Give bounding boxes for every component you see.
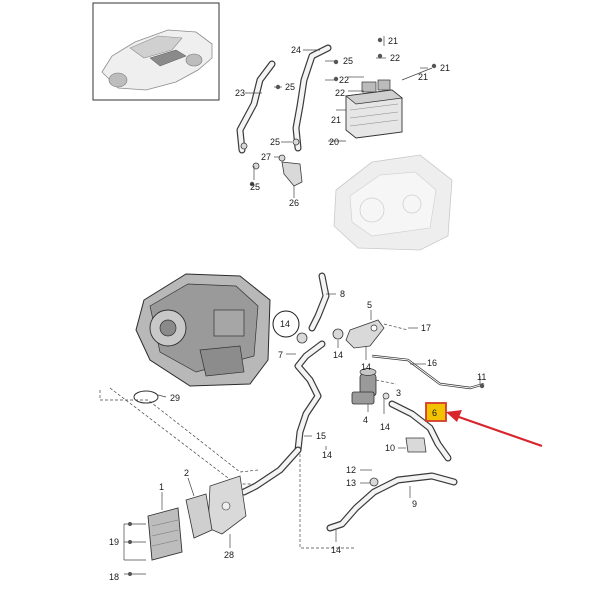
label-11: 11 xyxy=(477,372,486,382)
pump-4 xyxy=(351,368,397,405)
label-27: 27 xyxy=(261,152,271,162)
upper-hoses xyxy=(236,44,332,187)
label-21d: 21 xyxy=(418,72,428,82)
label-21e: 21 xyxy=(440,63,450,73)
callout-circle-14 xyxy=(272,310,300,338)
label-24: 24 xyxy=(291,45,301,55)
label-6: 6 xyxy=(432,408,437,418)
label-14f: 14 xyxy=(331,545,341,555)
label-17: 17 xyxy=(421,323,431,333)
label-14a: 14 xyxy=(280,319,290,329)
label-10: 10 xyxy=(385,443,395,453)
hose-6 xyxy=(388,400,452,462)
label-1: 1 xyxy=(159,482,164,492)
part-labels: 24 25 22 23 25 25 27 25 26 20 21 22 22 2… xyxy=(109,36,486,582)
label-26: 26 xyxy=(289,198,299,208)
bolt-markers xyxy=(128,37,485,576)
label-9: 9 xyxy=(412,499,417,509)
pipe-16 xyxy=(371,354,485,390)
main-hose xyxy=(240,340,326,496)
label-14c: 14 xyxy=(361,362,371,372)
label-13: 13 xyxy=(346,478,356,488)
hose-8 xyxy=(296,272,344,344)
bracket-5 xyxy=(345,319,409,349)
car-thumbnail xyxy=(92,2,220,101)
label-14d: 14 xyxy=(380,422,390,432)
label-22c: 22 xyxy=(335,88,345,98)
heat-exchanger xyxy=(147,475,247,561)
engine-ghost xyxy=(333,154,453,251)
label-16: 16 xyxy=(427,358,437,368)
label-20: 20 xyxy=(329,137,339,147)
label-21c: 21 xyxy=(331,115,341,125)
label-23: 23 xyxy=(235,88,245,98)
label-7: 7 xyxy=(278,350,283,360)
dashed-outline xyxy=(99,387,356,549)
label-22b: 22 xyxy=(390,53,400,63)
label-14e: 14 xyxy=(322,450,332,460)
hose-9 xyxy=(326,472,458,532)
label-28: 28 xyxy=(224,550,234,560)
label-21a: 21 xyxy=(388,36,398,46)
label-25d: 25 xyxy=(250,182,260,192)
label-25b: 25 xyxy=(285,82,295,92)
label-25a: 25 xyxy=(343,56,353,66)
leader-lines xyxy=(123,36,481,575)
label-4: 4 xyxy=(363,415,368,425)
label-3: 3 xyxy=(396,388,401,398)
label-12: 12 xyxy=(346,465,356,475)
label-19: 19 xyxy=(109,537,119,547)
label-25c: 25 xyxy=(270,137,280,147)
label-8: 8 xyxy=(340,289,345,299)
seal-ring xyxy=(133,390,159,404)
label-18: 18 xyxy=(109,572,119,582)
label-5: 5 xyxy=(367,300,372,310)
label-14b: 14 xyxy=(333,350,343,360)
red-pointer-arrow xyxy=(446,410,543,448)
label-2: 2 xyxy=(184,468,189,478)
oil-cooler xyxy=(345,79,403,139)
label-22a: 22 xyxy=(339,75,349,85)
label-15: 15 xyxy=(316,431,326,441)
label-29: 29 xyxy=(170,393,180,403)
transmission xyxy=(135,273,271,387)
